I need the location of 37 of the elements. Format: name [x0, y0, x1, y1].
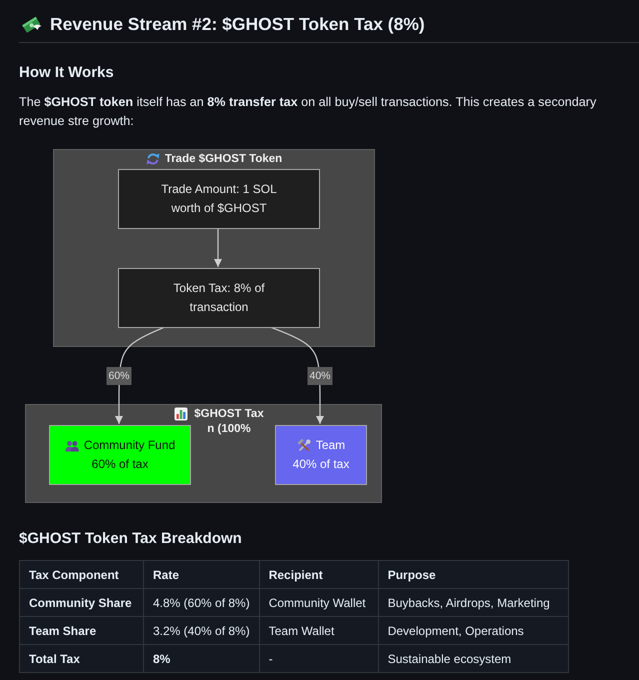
page-title: Revenue Stream #2: $GHOST Token Tax (8%) [50, 13, 425, 35]
table-cell: 4.8% (60% of 8%) [144, 588, 260, 616]
arrow [214, 228, 222, 267]
table-cell: Team Share [20, 616, 144, 644]
table-cell: Buybacks, Airdrops, Marketing [378, 588, 568, 616]
group-title: $GHOST Tax n (100% [193, 407, 265, 437]
body-text: The $GHOST token itself has an 8% transfer tax on all buy/sell transactions. This creates a secondary revenue stre growth: [19, 94, 598, 130]
column-header: Purpose [378, 560, 568, 588]
table-cell: Team Wallet [259, 616, 378, 644]
process-box [118, 169, 320, 229]
node-label: Team [316, 437, 346, 454]
process-box [118, 268, 320, 328]
group-panel [25, 404, 382, 503]
process-box [275, 425, 367, 485]
table-cell: 3.2% (40% of 8%) [144, 616, 260, 644]
node-label: Trade Amount: 1 SOL worth of $GHOST [160, 181, 278, 217]
group-panel [53, 149, 375, 347]
process-box [49, 425, 191, 485]
edge-label: 40% [308, 367, 332, 385]
table-cell: Community Wallet [259, 588, 378, 616]
table-cell: Total Tax [20, 644, 144, 672]
table-cell: 8% [144, 644, 260, 672]
node-label: Token Tax: 8% of transaction [172, 280, 266, 316]
column-header: Rate [144, 560, 260, 588]
group-title: Trade $GHOST Token [164, 152, 282, 167]
column-header: Recipient [259, 560, 378, 588]
edge-label: 60% [106, 367, 132, 385]
node-label: 60% of tax [92, 456, 148, 473]
node-label: Community Fund [84, 437, 176, 454]
column-header: Tax Component [20, 560, 144, 588]
table-cell: - [259, 644, 378, 672]
table-cell: Development, Operations [378, 616, 568, 644]
table-cell: Community Share [20, 588, 144, 616]
section-heading: $GHOST Token Tax Breakdown [19, 529, 242, 548]
section-heading: How It Works [19, 63, 114, 82]
node-label: 40% of tax [292, 456, 350, 473]
table-cell: Sustainable ecosystem [378, 644, 568, 672]
